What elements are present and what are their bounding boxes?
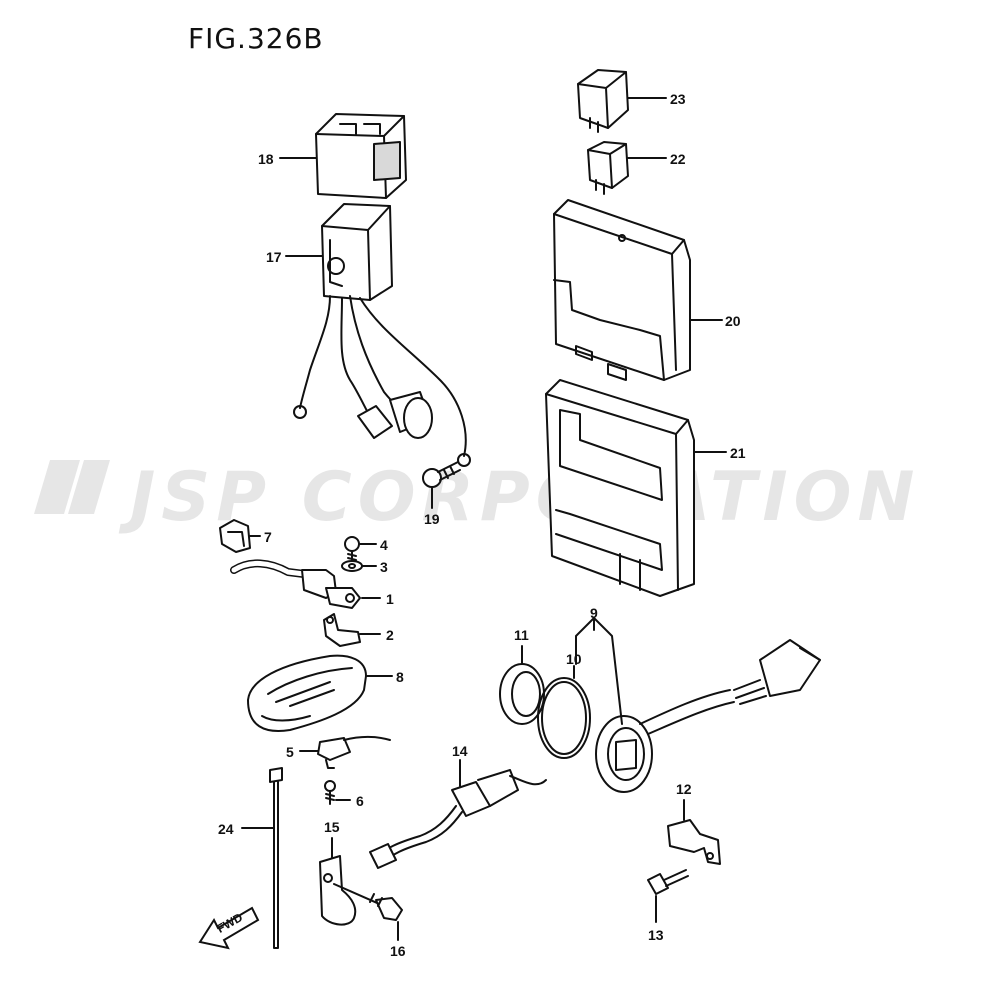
callout-7: 7	[264, 529, 272, 545]
bolt-16-part	[333, 883, 403, 921]
callout-20: 20	[725, 313, 741, 329]
callout-1: 1	[386, 591, 394, 607]
figure-title: FIG.326B	[188, 22, 324, 55]
ecu-mount-21-part	[545, 379, 695, 597]
bolt-13-part	[647, 869, 689, 895]
callout-15: 15	[324, 819, 340, 835]
bracket-15-part	[319, 855, 357, 926]
callout-13: 13	[648, 927, 664, 943]
bracket-2-part	[323, 613, 361, 647]
cable-tie-24-part	[269, 767, 283, 949]
callout-14: 14	[452, 743, 468, 759]
bolt-19-part	[422, 461, 461, 488]
harness-14-part	[369, 769, 547, 869]
callout-16: 16	[390, 943, 406, 959]
clamp-7-part	[219, 519, 251, 553]
callout-8: 8	[396, 669, 404, 685]
socket-9-part	[595, 639, 821, 793]
ecu-20-part	[553, 199, 691, 381]
relay-23-part	[577, 69, 629, 133]
callout-23: 23	[670, 91, 686, 107]
callout-12: 12	[676, 781, 692, 797]
callout-21: 21	[730, 445, 746, 461]
callout-18: 18	[258, 151, 274, 167]
callout-11: 11	[514, 627, 529, 643]
bolt-6-part	[324, 780, 336, 805]
callout-22: 22	[670, 151, 686, 167]
callout-6: 6	[356, 793, 364, 809]
cover-8-part	[247, 654, 367, 732]
washer-3-part	[341, 560, 363, 572]
screw-4-part	[344, 536, 360, 563]
callout-9: 9	[590, 605, 598, 621]
sensor-1-part	[230, 559, 361, 609]
clip-12-part	[667, 819, 721, 865]
connector-cover-18-part	[315, 113, 407, 199]
callout-17: 17	[266, 249, 282, 265]
callout-24: 24	[218, 821, 234, 837]
relay-22-part	[587, 141, 629, 195]
o-ring-10-part	[537, 677, 591, 759]
callout-4: 4	[380, 537, 388, 553]
watermark-text: JSP CORPORATION	[130, 458, 921, 537]
watermark: JSP CORPORATION	[20, 452, 980, 537]
callout-3: 3	[380, 559, 388, 575]
callout-19: 19	[424, 511, 440, 527]
switch-5-part	[317, 736, 391, 769]
callout-2: 2	[386, 627, 394, 643]
watermark-logo-icon	[34, 460, 110, 514]
control-unit-17-part	[293, 203, 471, 467]
fwd-arrow-icon	[198, 906, 260, 950]
callout-10: 10	[566, 651, 582, 667]
callout-5: 5	[286, 744, 294, 760]
